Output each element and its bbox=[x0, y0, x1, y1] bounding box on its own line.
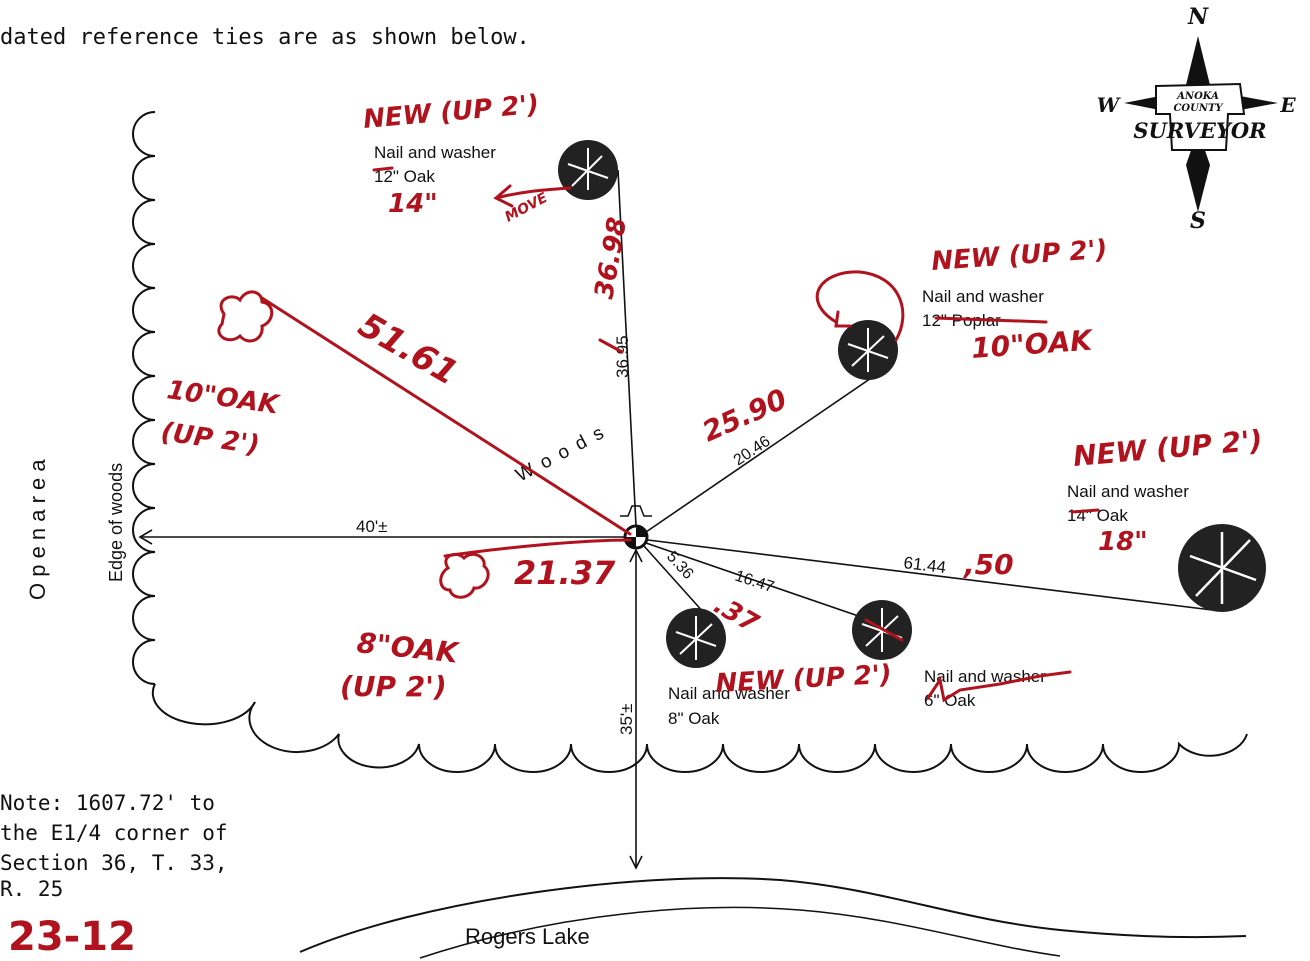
woods-label: W o o d s bbox=[512, 422, 609, 487]
east-new-size: 18" bbox=[1098, 527, 1148, 557]
east-new-label: NEW (UP 2') bbox=[1072, 424, 1264, 473]
note-line-4: R. 25 bbox=[0, 877, 63, 901]
note-block: Note: 1607.72' to the E1/4 corner of Sec… bbox=[0, 791, 228, 901]
southeast-far-tie-distance: 16.47 bbox=[733, 568, 776, 597]
woods-edge-bottom bbox=[151, 683, 1248, 773]
compass-north-label: N bbox=[1187, 4, 1209, 30]
south-distance-label: 35'± bbox=[617, 704, 636, 736]
header-text: dated reference ties are as shown below. bbox=[0, 25, 530, 50]
east-tie-distance: 61.44 bbox=[903, 553, 948, 577]
north-new-distance: 36.98 bbox=[589, 215, 633, 301]
southwest-up-label: (UP 2') bbox=[340, 670, 447, 703]
compass-logo-line2: COUNTY bbox=[1173, 103, 1223, 114]
southeast-near-tie-text1: Nail and washer bbox=[668, 684, 790, 703]
southwest-tree-label: 8"OAK bbox=[355, 626, 461, 670]
tree-northeast-icon bbox=[838, 320, 898, 380]
compass-logo-line1: ANOKA bbox=[1176, 91, 1219, 102]
northwest-tree-label: 10"OAK bbox=[165, 375, 282, 421]
southeast-far-tie-text1: Nail and washer bbox=[924, 667, 1046, 686]
tree-southeast-near-icon bbox=[666, 608, 726, 668]
northeast-new-label: NEW (UP 2') bbox=[930, 235, 1108, 277]
compass-rose-icon: N S W E ANOKA COUNTY SURVEYOR bbox=[1097, 4, 1297, 234]
north-tie-text1: Nail and washer bbox=[374, 143, 496, 162]
southwest-distance: 21.37 bbox=[514, 554, 616, 592]
lake-shoreline bbox=[299, 877, 1247, 953]
southeast-new-label: NEW (UP 2') bbox=[715, 660, 893, 699]
east-new-distance: ,50 bbox=[963, 548, 1014, 581]
open-area-label: O p e n a r e a bbox=[25, 459, 50, 600]
compass-logo-line3: SURVEYOR bbox=[1133, 118, 1266, 143]
east-tie-text1: Nail and washer bbox=[1067, 482, 1189, 501]
northeast-tie-text1: Nail and washer bbox=[922, 287, 1044, 306]
note-line-1: Note: 1607.72' to bbox=[0, 791, 215, 815]
northeast-tie-distance: 20.46 bbox=[731, 433, 774, 470]
northwest-tree-sketch-icon bbox=[217, 290, 274, 343]
tree-north-icon bbox=[558, 140, 618, 200]
southeast-far-tie-text2: 6" Oak bbox=[924, 691, 976, 710]
northwest-distance: 51.61 bbox=[352, 305, 465, 393]
lake-label: Rogers Lake bbox=[465, 924, 590, 949]
compass-east-label: E bbox=[1279, 93, 1296, 117]
sheet-number: 23-12 bbox=[8, 914, 136, 960]
red-pen-strokes bbox=[260, 166, 1100, 703]
compass-south-label: S bbox=[1190, 208, 1206, 234]
compass-west-label: W bbox=[1097, 93, 1122, 117]
north-tie-text2: 12" Oak bbox=[374, 167, 435, 186]
northwest-up-label: (UP 2') bbox=[159, 417, 261, 460]
tie-lines bbox=[138, 169, 1213, 870]
note-line-2: the E1/4 corner of bbox=[0, 821, 228, 845]
lake-shoreline-inner bbox=[419, 906, 1061, 959]
tree-east-icon bbox=[1178, 524, 1266, 612]
note-line-3: Section 36, T. 33, bbox=[0, 851, 228, 875]
woods-edge-left bbox=[132, 111, 156, 685]
southeast-near-tie-text2: 8" Oak bbox=[668, 709, 720, 728]
southwest-tree-sketch-icon bbox=[439, 552, 490, 599]
edge-of-woods-label: Edge of woods bbox=[106, 463, 126, 582]
west-distance-label: 40'± bbox=[356, 517, 388, 536]
southeast-near-tie-distance: 5.36 bbox=[663, 548, 697, 583]
north-tie-distance: 36.95 bbox=[613, 335, 632, 378]
northeast-tie-text2: 12" Poplar bbox=[922, 311, 1001, 330]
north-new-label: NEW (UP 2') bbox=[362, 90, 540, 135]
north-new-size: 14" bbox=[388, 189, 438, 219]
northeast-new-distance: 25.90 bbox=[697, 382, 791, 448]
